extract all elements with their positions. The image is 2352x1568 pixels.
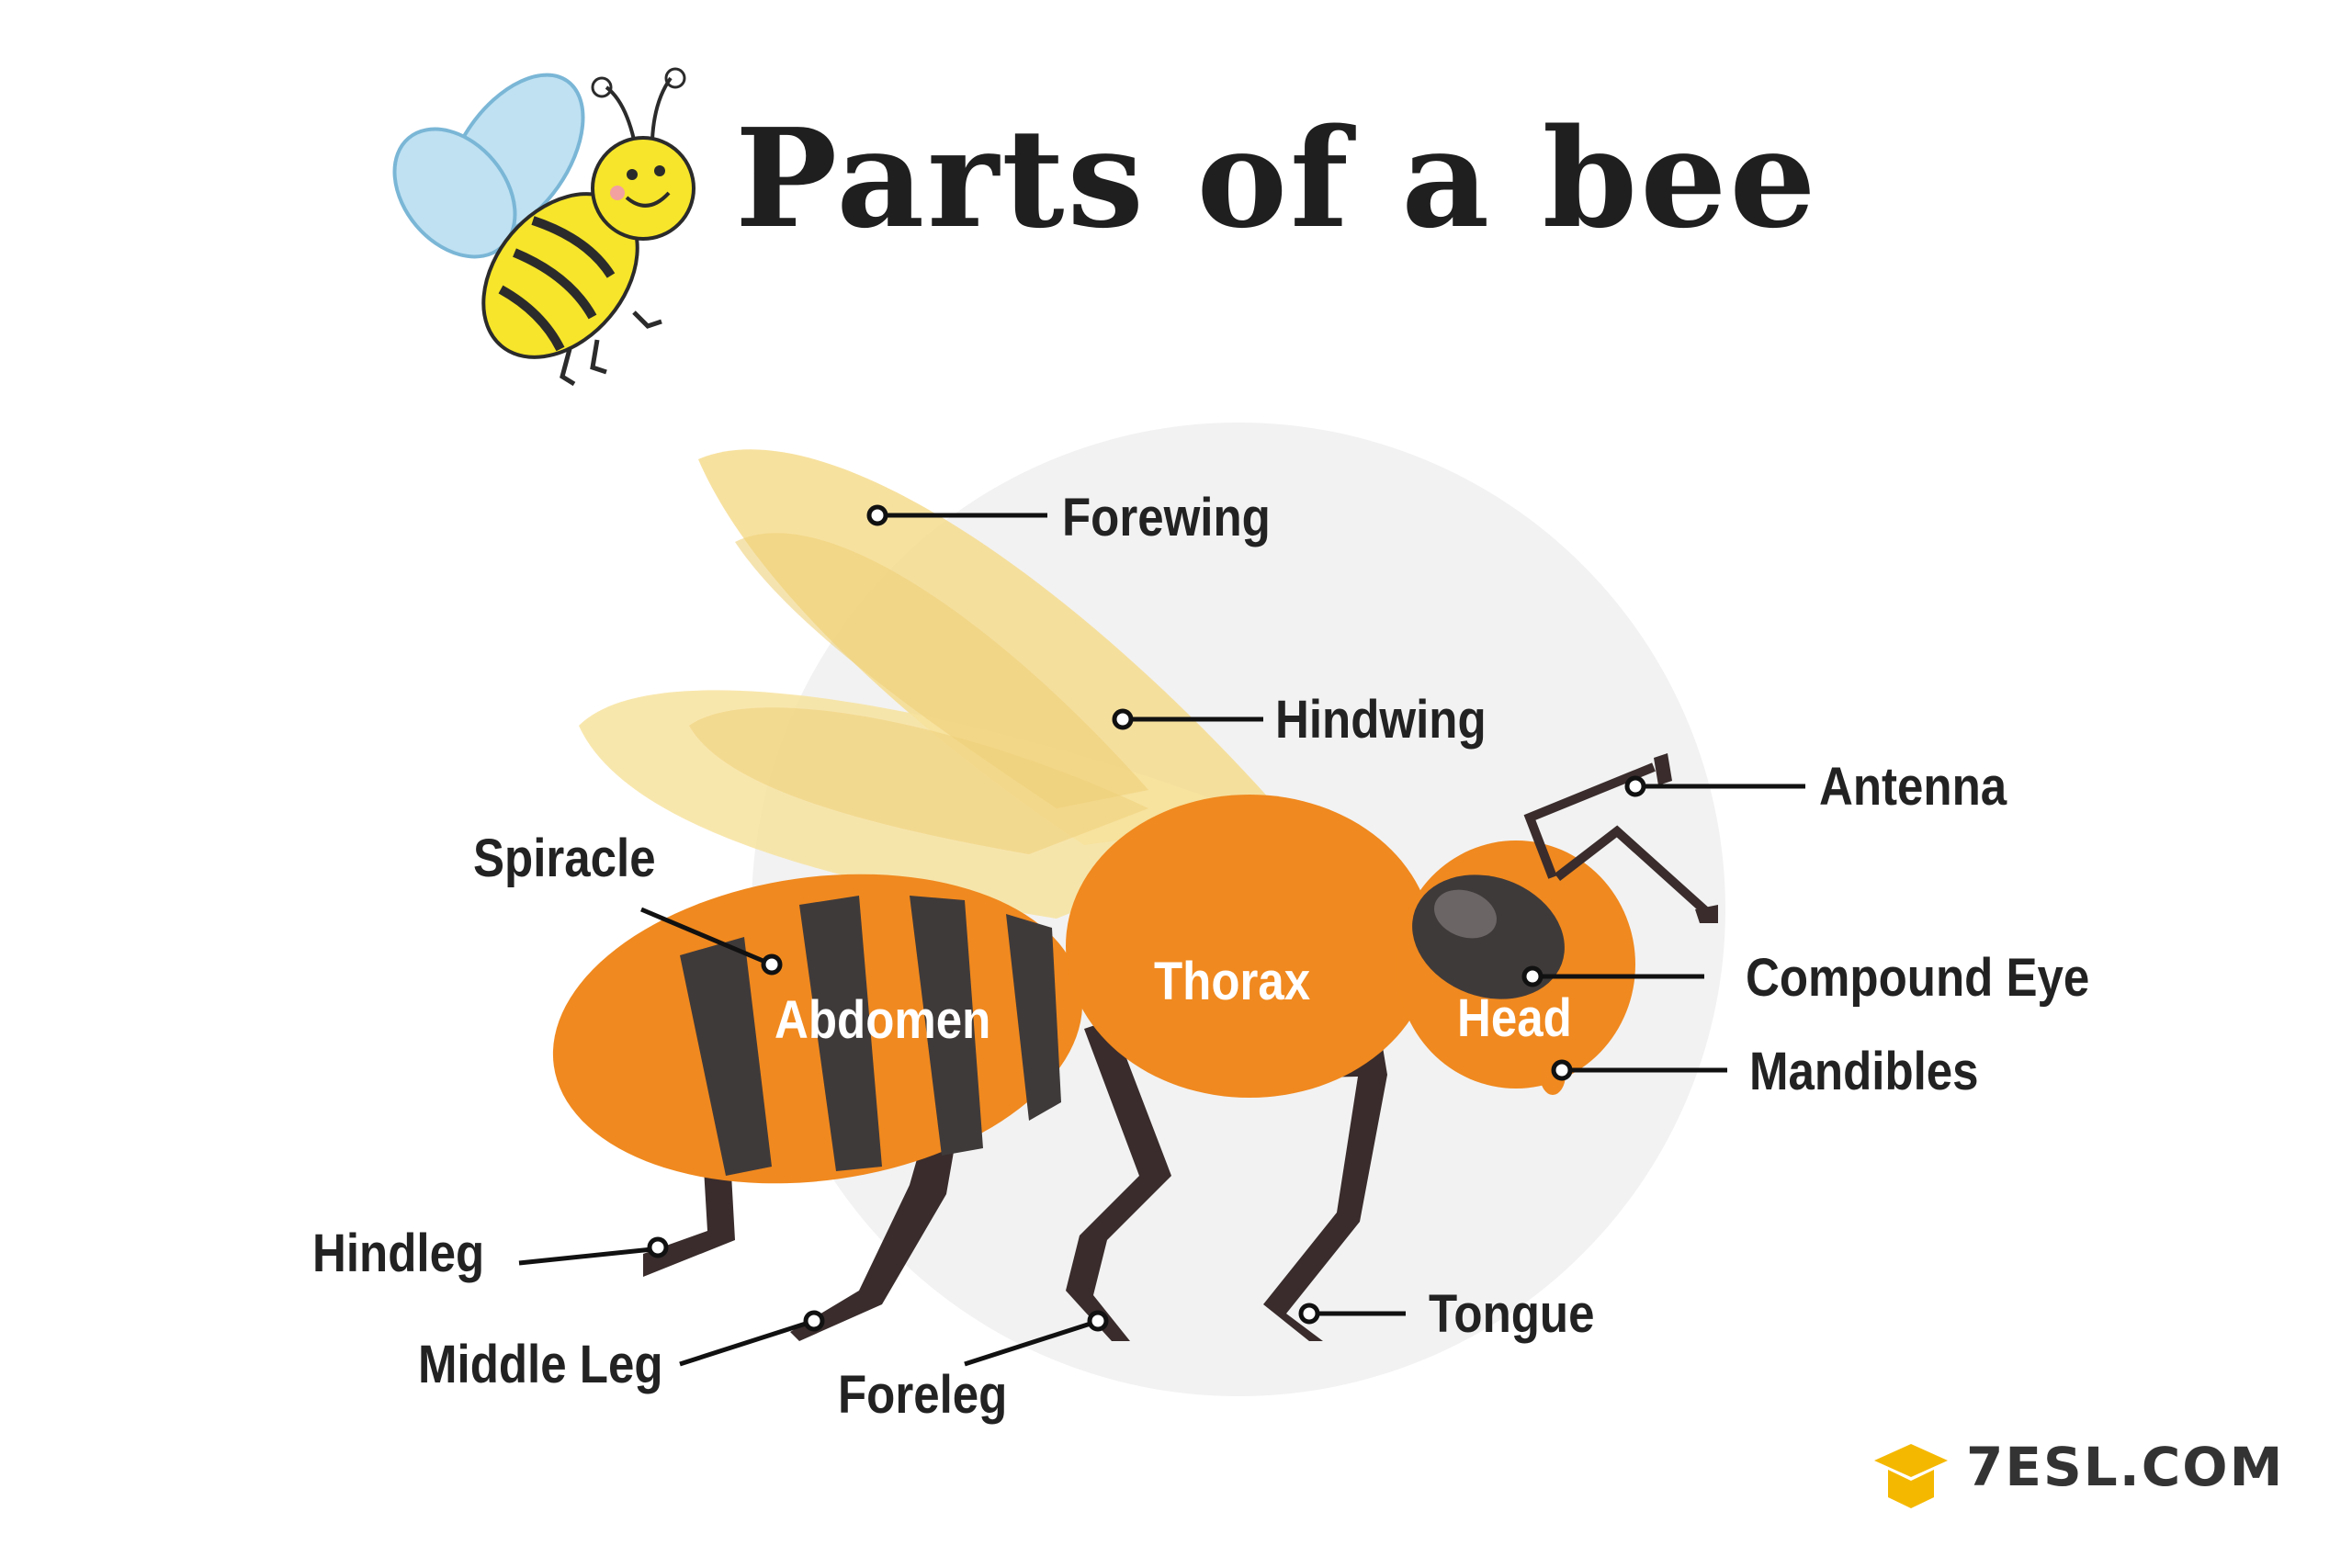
brand-logo-icon — [1874, 1444, 1948, 1508]
cartoon-bee-icon — [392, 67, 695, 387]
page-title: Parts of a bee — [735, 98, 1819, 258]
label-mandibles: Mandibles — [1749, 1042, 1979, 1101]
label-hindleg: Hindleg — [312, 1224, 485, 1283]
label-foreleg: Foreleg — [838, 1365, 1008, 1425]
label-tongue: Tongue — [1429, 1284, 1595, 1344]
leader-dots — [647, 504, 1646, 1332]
bee-thorax — [1066, 795, 1433, 1098]
label-middle-leg: Middle Leg — [418, 1335, 663, 1394]
bee-antennae — [1523, 753, 1718, 923]
label-spiracle: Spiracle — [473, 829, 656, 888]
label-head: Head — [1457, 988, 1572, 1048]
label-antenna: Antenna — [1819, 757, 2007, 817]
bee-abdomen — [552, 874, 1083, 1184]
label-thorax: Thorax — [1154, 952, 1311, 1011]
leader-lines — [518, 513, 1805, 1367]
brand-wordmark: 7ESL.COM — [1966, 1436, 2285, 1498]
label-abdomen: Abdomen — [775, 990, 991, 1050]
label-forewing: Forewing — [1062, 488, 1271, 547]
bee-head — [1396, 840, 1635, 1095]
label-compound-eye: Compound Eye — [1746, 948, 2090, 1008]
label-hindwing: Hindwing — [1275, 690, 1487, 750]
